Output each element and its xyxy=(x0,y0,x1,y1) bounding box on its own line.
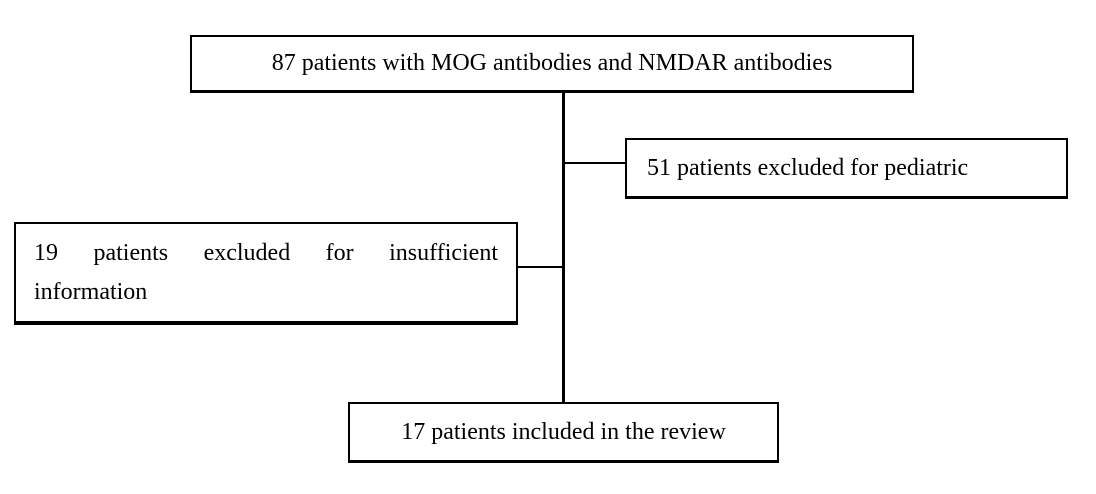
flowchart-node-source-label: 87 patients with MOG antibodies and NMDA… xyxy=(271,50,833,77)
flowchart-node-source: 87 patients with MOG antibodies and NMDA… xyxy=(190,35,914,93)
connector-vertical-spine xyxy=(562,91,565,404)
connector-branch-to-information-exclusion xyxy=(516,266,564,268)
flowchart-node-excluded-insufficient-information-label: 19 patients excluded for insufficient in… xyxy=(34,239,504,305)
flowchart-node-included: 17 patients included in the review xyxy=(348,402,779,463)
flowchart-node-excluded-insufficient-information: 19 patients excluded for insufficient in… xyxy=(14,222,518,325)
flowchart-node-included-label: 17 patients included in the review xyxy=(401,418,726,445)
connector-branch-to-pediatric-exclusion xyxy=(564,162,626,164)
flowchart-node-excluded-pediatric-label: 51 patients excluded for pediatric xyxy=(647,154,969,181)
flowchart-node-excluded-pediatric: 51 patients excluded for pediatric xyxy=(625,138,1068,199)
